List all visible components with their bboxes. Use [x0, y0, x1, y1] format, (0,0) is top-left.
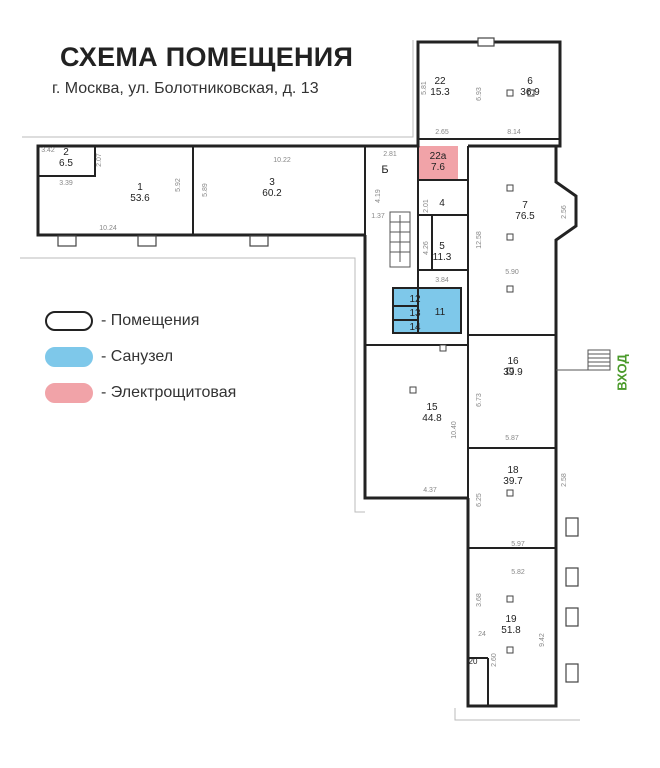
room-7-area: 76.5 [515, 211, 535, 222]
room-5-number: 5 [439, 241, 445, 252]
room-22a-area: 7.6 [431, 162, 445, 173]
room-22-area: 15.3 [430, 87, 450, 98]
room-14-number: 14 [409, 322, 421, 333]
legend-label-rooms: - Помещения [101, 312, 200, 329]
room-18-area: 39.7 [503, 476, 523, 487]
room-13-number: 13 [409, 308, 421, 319]
legend-item-bathroom: - Санузел [45, 345, 173, 369]
room-20-number: 20 [469, 657, 478, 666]
window-markers [57, 37, 579, 683]
room-labels: 1 53.6 2 6.5 3 60.2 Б 4 5 11.3 6 36.9 7 … [59, 76, 540, 666]
room-2-number: 2 [63, 147, 69, 158]
legend-swatch-rooms [45, 311, 93, 331]
room-2-area: 6.5 [59, 158, 73, 169]
dim-3: 3.39 [59, 180, 73, 187]
dim-12: 6.93 [476, 87, 483, 101]
dim-23: 5.87 [505, 435, 519, 442]
dim-18: 2.56 [561, 205, 568, 219]
legend-label-electrical: - Электрощитовая [101, 384, 237, 401]
room-1-area: 53.6 [130, 193, 150, 204]
room-22-number: 22 [434, 76, 446, 87]
legend-item-electrical: - Электрощитовая [45, 381, 236, 405]
room-22a-fill [418, 146, 458, 180]
dim-5: 10.24 [99, 225, 117, 232]
dim-15: 2.01 [423, 199, 430, 213]
dim-17: 12.58 [476, 231, 483, 249]
corridor-stairs [389, 211, 411, 268]
dim-24: 4.37 [423, 487, 437, 494]
dimension-labels: 3.42 2.07 3.39 5.92 10.24 5.89 10.22 2.8… [41, 81, 568, 667]
socket-markers [409, 89, 535, 654]
address-subtitle: г. Москва, ул. Болотниковская, д. 13 [52, 80, 319, 97]
room-19-area: 51.8 [501, 625, 521, 636]
outer-walls [36, 40, 578, 708]
dim-16: 4.26 [423, 241, 430, 255]
room-1-number: 1 [137, 182, 143, 193]
context-lines [20, 40, 580, 721]
dim-32: 24 [478, 631, 486, 638]
room-7-number: 7 [522, 200, 528, 211]
room-3-area: 60.2 [262, 188, 282, 199]
dim-28: 5.82 [511, 569, 525, 576]
dim-2: 2.07 [96, 153, 103, 167]
room-22a-number: 22а [430, 151, 447, 162]
room-4-number: 4 [439, 198, 445, 209]
room-16-area: 39.9 [503, 367, 523, 378]
entrance-stairs [556, 349, 611, 371]
dim-11: 5.81 [421, 81, 428, 95]
dim-22: 10.40 [451, 421, 458, 439]
dim-10: 1.37 [371, 213, 385, 220]
room-15-number: 15 [426, 402, 438, 413]
entrance-label: ВХОД [614, 354, 630, 391]
entrance-marker: ВХОД [615, 345, 646, 405]
room-3-number: 3 [269, 177, 275, 188]
dim-8: 2.81 [383, 151, 397, 158]
dim-29: 3.68 [476, 593, 483, 607]
room-11-number: 11 [435, 307, 446, 318]
room-6-area: 36.9 [520, 87, 540, 98]
dim-1: 3.42 [41, 147, 55, 154]
room-6-number: 6 [527, 76, 533, 87]
room-5-area: 11.3 [433, 252, 452, 263]
dim-6: 5.89 [202, 183, 209, 197]
dim-30: 9.42 [539, 633, 546, 647]
dim-9: 4.19 [375, 189, 382, 203]
legend-item-rooms: - Помещения [45, 309, 199, 333]
dim-31: 2.60 [491, 653, 498, 667]
room-19-number: 19 [505, 614, 517, 625]
dim-4: 5.92 [175, 178, 182, 192]
room-12-number: 12 [409, 294, 421, 305]
dim-27: 5.97 [511, 541, 525, 548]
inner-walls [38, 138, 560, 706]
room-b-number: Б [381, 164, 388, 176]
room-18-number: 18 [507, 465, 519, 476]
room-15-area: 44.8 [422, 413, 442, 424]
page-title: СХЕМА ПОМЕЩЕНИЯ [60, 42, 354, 72]
legend-label-bathroom: - Санузел [101, 348, 174, 365]
dim-14: 8.14 [507, 129, 521, 136]
dim-7: 10.22 [273, 157, 291, 164]
dim-13: 2.65 [435, 129, 449, 136]
legend-swatch-electrical [45, 383, 93, 403]
bathroom-fill [393, 288, 461, 333]
dim-19: 5.90 [505, 269, 519, 276]
room-16-number: 16 [507, 356, 519, 367]
legend-swatch-bathroom [45, 347, 93, 367]
dim-25: 2.58 [561, 473, 568, 487]
dim-20: 3.84 [435, 277, 449, 284]
dim-21: 6.73 [476, 393, 483, 407]
dim-26: 6.25 [476, 493, 483, 507]
